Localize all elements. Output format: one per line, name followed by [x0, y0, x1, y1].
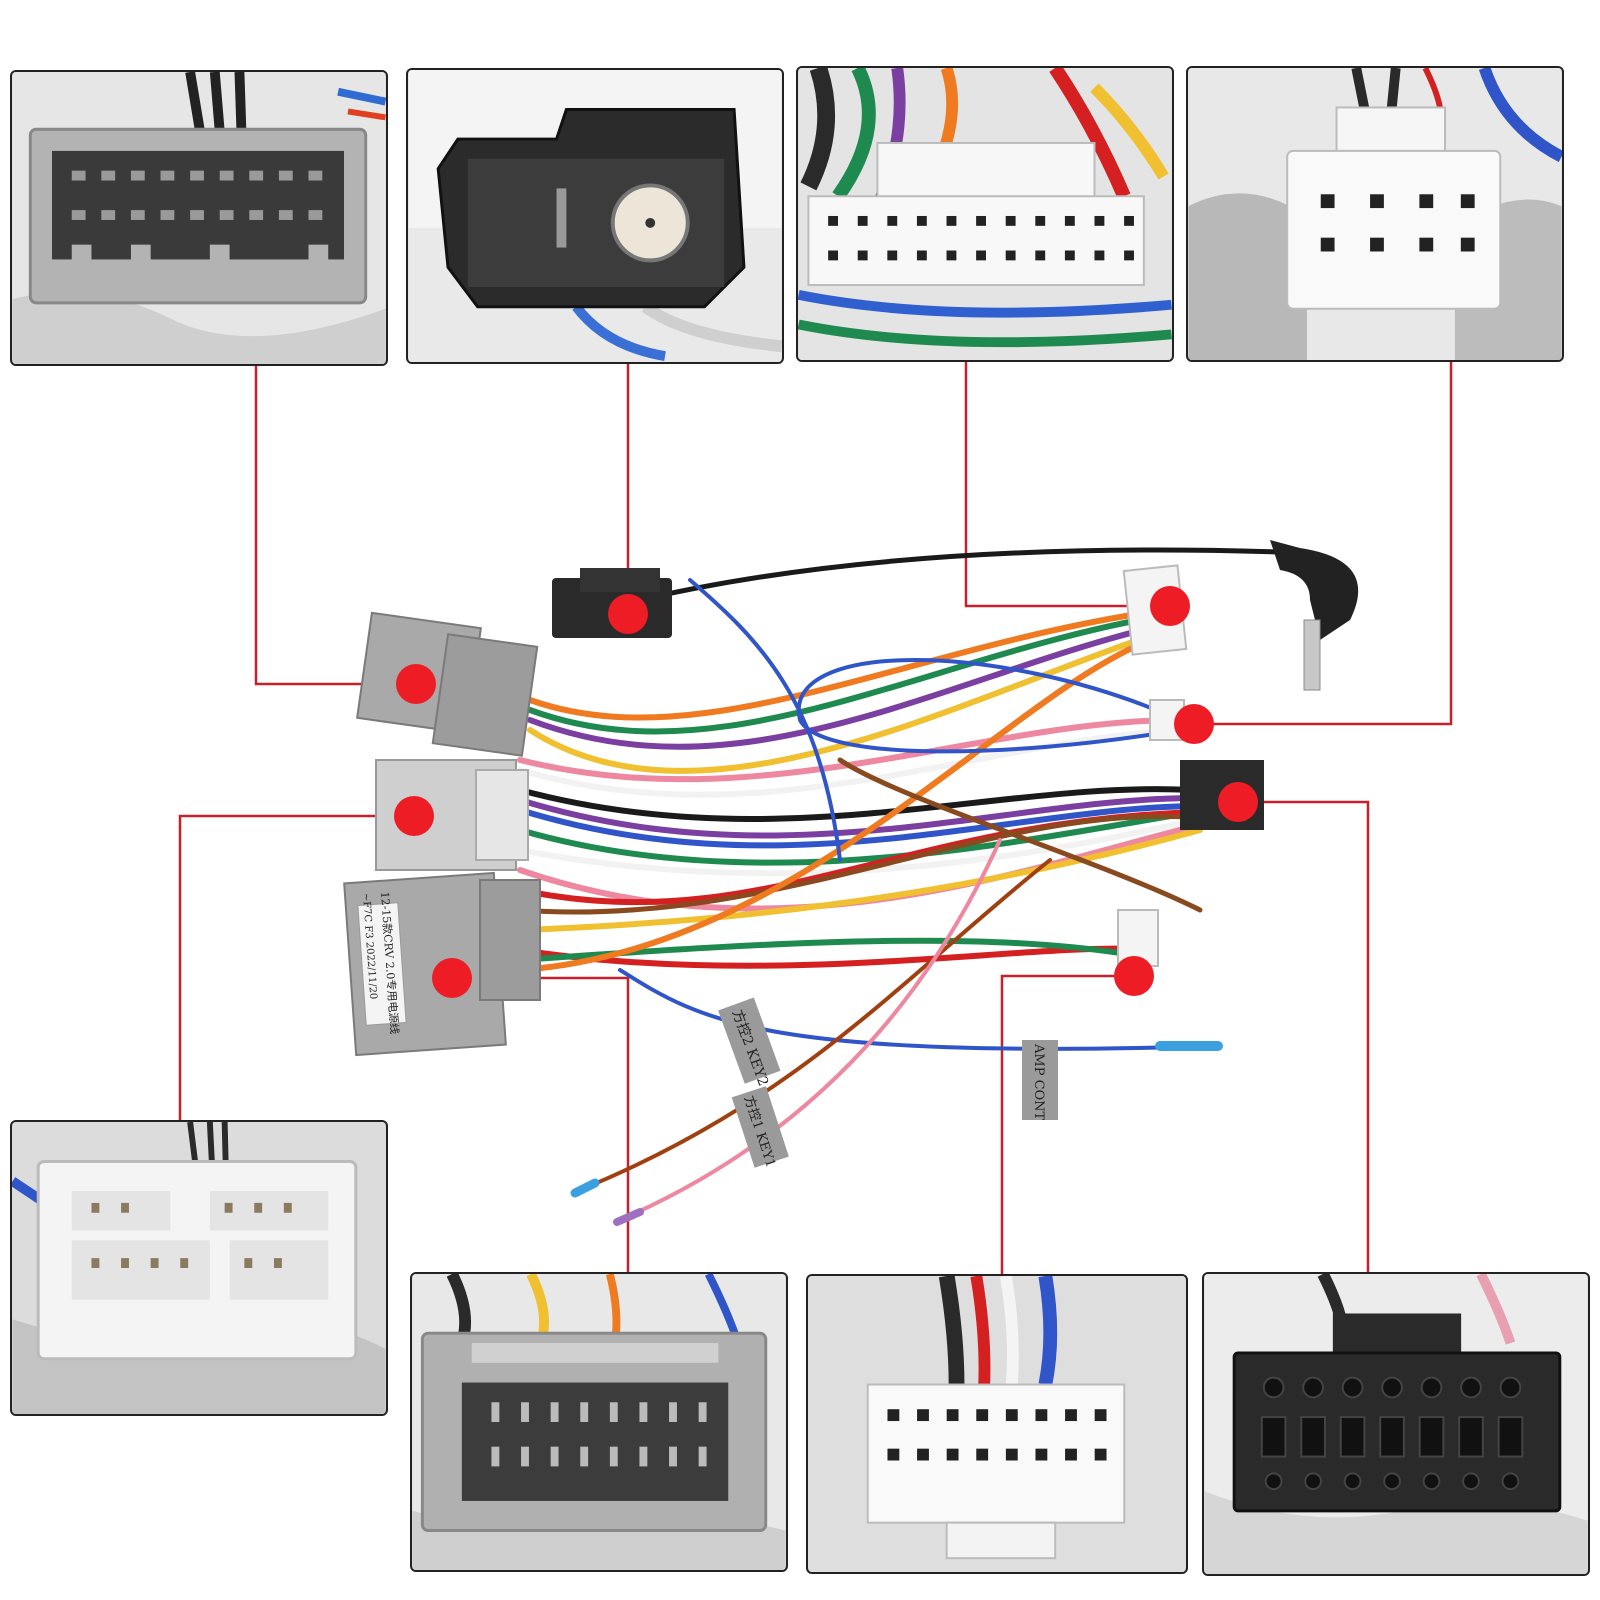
tag-amp-cont: AMP CONT — [1022, 1040, 1058, 1121]
photo-black-antenna-adapter — [406, 68, 784, 364]
white-24pin-connector-image — [798, 68, 1172, 360]
marker-gray-20pin — [396, 664, 436, 704]
harness-plug-gray-20pin — [356, 611, 539, 757]
antenna-plug — [1270, 540, 1359, 640]
marker-gray-20pin-labeled — [432, 958, 472, 998]
white-16pin-connector-image — [12, 1122, 386, 1414]
markers — [394, 586, 1258, 998]
photo-white-8pin-connector — [1186, 66, 1564, 362]
marker-white-20pin — [1114, 956, 1154, 996]
photo-gray-20pin-labeled-connector — [410, 1272, 788, 1572]
photo-white-20pin-connector — [806, 1274, 1188, 1574]
gray-20pin-connector-image — [12, 72, 386, 364]
callout-lines — [178, 362, 1453, 1274]
photo-gray-20pin-connector — [10, 70, 388, 366]
callout-line-white-16pin — [178, 814, 414, 1120]
tag-key1: 方控1 KEY1 — [731, 1086, 789, 1169]
marker-white-16pin — [394, 796, 434, 836]
photo-white-24pin-connector — [796, 66, 1174, 362]
wire-tip-brown — [570, 1178, 600, 1198]
white-8pin-connector-image — [1188, 68, 1562, 360]
tag-key2: 方控2 KEY2 — [718, 997, 781, 1088]
harness-plug-white-16pin — [375, 759, 529, 871]
gray-20pin-labeled-connector-image — [412, 1274, 786, 1570]
wire-bundle — [517, 578, 1222, 1222]
callout-line-white-8pin — [1194, 362, 1453, 726]
antenna-plug-tip — [1303, 619, 1321, 691]
marker-black-16pin — [1218, 782, 1258, 822]
antenna-cable — [639, 547, 1281, 603]
photo-white-16pin-connector — [10, 1120, 388, 1416]
callout-line-white-20pin — [1000, 974, 1134, 1274]
marker-white-8pin — [1174, 704, 1214, 744]
tag-amp-cont-text: AMP CONT — [1031, 1043, 1046, 1121]
marker-antenna-adapter — [608, 594, 648, 634]
marker-white-24pin — [1150, 586, 1190, 626]
callout-line-white-24pin — [964, 362, 1170, 608]
photo-black-16pin-connector — [1202, 1272, 1590, 1576]
black-antenna-adapter-image — [408, 70, 782, 362]
callout-line-black-16pin — [1238, 800, 1370, 1272]
wire-tip-pink — [613, 1208, 644, 1226]
white-20pin-connector-image — [808, 1276, 1186, 1572]
harness-plug-gray-20pin-labeled — [343, 871, 541, 1057]
black-16pin-connector-image — [1204, 1274, 1588, 1574]
